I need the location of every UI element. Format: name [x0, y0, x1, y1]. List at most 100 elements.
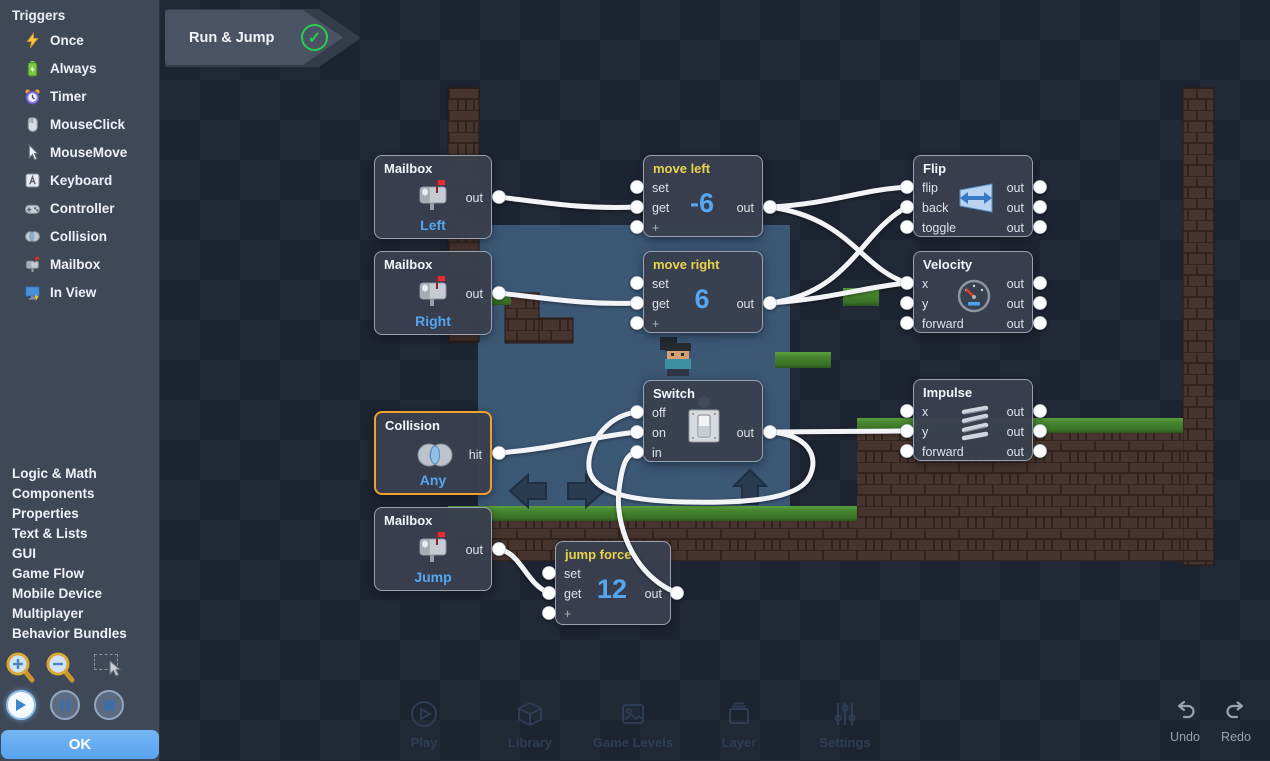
category-properties[interactable]: Properties — [12, 506, 79, 521]
category-components[interactable]: Components — [12, 486, 95, 501]
category-behavior-bundles[interactable]: Behavior Bundles — [12, 626, 127, 641]
port-dot[interactable] — [900, 424, 914, 438]
port-dot[interactable] — [1033, 276, 1047, 290]
cursor-icon — [109, 661, 122, 677]
node-mailbox-right[interactable]: Mailbox Right out — [374, 251, 492, 335]
pause-button[interactable] — [50, 690, 80, 720]
port-dot[interactable] — [630, 425, 644, 439]
zoom-in-button[interactable] — [6, 652, 36, 684]
port-dot[interactable] — [670, 586, 684, 600]
marquee-select-button[interactable] — [94, 654, 122, 677]
category-logic-math[interactable]: Logic & Math — [12, 466, 97, 481]
node-move-right[interactable]: move right set get + 6 out — [643, 251, 763, 333]
port-dot[interactable] — [1033, 404, 1047, 418]
node-switch[interactable]: Switch off on in out — [643, 380, 763, 462]
trigger-item-keyboard[interactable]: Keyboard — [0, 166, 159, 194]
port-dot[interactable] — [630, 180, 644, 194]
node-mailbox-left[interactable]: Mailbox Left out — [374, 155, 492, 239]
category-game-flow[interactable]: Game Flow — [12, 566, 85, 581]
port-dot[interactable] — [542, 566, 556, 580]
port-dot[interactable] — [900, 316, 914, 330]
node-editor-canvas[interactable]: Run & Jump ✓ Mailbox Left out Mailbox — [160, 0, 1270, 761]
port-dot[interactable] — [492, 286, 506, 300]
port-dot[interactable] — [630, 276, 644, 290]
category-mobile-device[interactable]: Mobile Device — [12, 586, 103, 601]
node-flip[interactable]: Flip flip back toggle out out out — [913, 155, 1033, 237]
variable-value[interactable]: 12 — [596, 574, 628, 604]
port-dot[interactable] — [630, 316, 644, 330]
trigger-item-mailbox[interactable]: Mailbox — [0, 250, 159, 278]
bottombar-layer[interactable]: Layer — [689, 700, 789, 750]
trigger-item-controller[interactable]: Controller — [0, 194, 159, 222]
node-title: Switch — [653, 386, 695, 401]
port-dot[interactable] — [900, 200, 914, 214]
mailbox-icon — [419, 532, 447, 562]
play-button[interactable] — [6, 690, 36, 720]
port-dot[interactable] — [630, 200, 644, 214]
bottombar-game-levels[interactable]: Game Levels — [583, 700, 683, 750]
node-title: Flip — [923, 161, 947, 176]
trigger-item-mouseclick[interactable]: MouseClick — [0, 110, 159, 138]
trigger-item-collision[interactable]: Collision — [0, 222, 159, 250]
port-dot[interactable] — [1033, 200, 1047, 214]
port-dot[interactable] — [630, 445, 644, 459]
node-velocity[interactable]: Velocity x y forward out out out — [913, 251, 1033, 333]
node-jump-force[interactable]: jump force set get + 12 out — [555, 541, 671, 625]
trigger-item-timer[interactable]: Timer — [0, 82, 159, 110]
collision-target-label: Any — [419, 472, 447, 488]
play-circle-icon — [411, 701, 437, 727]
up-arrow-icon — [731, 468, 769, 505]
port-dot[interactable] — [900, 444, 914, 458]
port-label-out: out — [1006, 445, 1024, 459]
node-collision[interactable]: Collision Any hit — [374, 411, 492, 495]
port-dot[interactable] — [1033, 424, 1047, 438]
port-dot[interactable] — [1033, 444, 1047, 458]
bottombar-library[interactable]: Library — [480, 700, 580, 750]
port-dot[interactable] — [630, 296, 644, 310]
category-gui[interactable]: GUI — [12, 546, 37, 561]
trigger-item-once[interactable]: Once — [0, 26, 159, 54]
port-dot[interactable] — [542, 606, 556, 620]
port-label-out: out — [1006, 405, 1024, 419]
port-dot[interactable] — [763, 425, 777, 439]
port-dot[interactable] — [1033, 296, 1047, 310]
cube-icon — [516, 701, 544, 727]
bottombar-settings[interactable]: Settings — [795, 700, 895, 750]
port-dot[interactable] — [630, 405, 644, 419]
variable-value[interactable]: -6 — [689, 188, 714, 218]
category-multiplayer[interactable]: Multiplayer — [12, 606, 84, 621]
node-move-left[interactable]: move left set get + -6 out — [643, 155, 763, 237]
port-dot[interactable] — [492, 190, 506, 204]
tab-run-and-jump[interactable]: Run & Jump ✓ — [165, 10, 343, 65]
port-dot[interactable] — [542, 586, 556, 600]
ok-button[interactable]: OK — [1, 730, 159, 759]
undo-button[interactable]: Undo — [1155, 700, 1215, 744]
port-dot[interactable] — [900, 276, 914, 290]
port-dot[interactable] — [763, 296, 777, 310]
redo-button[interactable]: Redo — [1206, 700, 1266, 744]
category-text-lists[interactable]: Text & Lists — [12, 526, 88, 541]
port-dot[interactable] — [1033, 316, 1047, 330]
port-dot[interactable] — [763, 200, 777, 214]
port-dot[interactable] — [492, 446, 506, 460]
stop-button[interactable] — [94, 690, 124, 720]
port-dot[interactable] — [1033, 180, 1047, 194]
trigger-item-always[interactable]: Always — [0, 54, 159, 82]
trigger-item-inview[interactable]: In View — [0, 278, 159, 306]
node-impulse[interactable]: Impulse x y forward out out out — [913, 379, 1033, 461]
variable-value[interactable]: 6 — [694, 284, 710, 314]
port-dot[interactable] — [492, 542, 506, 556]
bottombar-play[interactable]: Play — [374, 700, 474, 750]
port-dot[interactable] — [900, 180, 914, 194]
port-dot[interactable] — [900, 296, 914, 310]
trigger-item-mousemove[interactable]: MouseMove — [0, 138, 159, 166]
port-dot[interactable] — [900, 220, 914, 234]
zoom-out-button[interactable] — [46, 652, 76, 684]
wire-left-to-moveleft — [496, 194, 640, 211]
port-dot[interactable] — [900, 404, 914, 418]
port-dot[interactable] — [630, 220, 644, 234]
node-mailbox-jump[interactable]: Mailbox Jump out — [374, 507, 492, 591]
port-label-plus: + — [564, 607, 572, 621]
port-dot[interactable] — [1033, 220, 1047, 234]
